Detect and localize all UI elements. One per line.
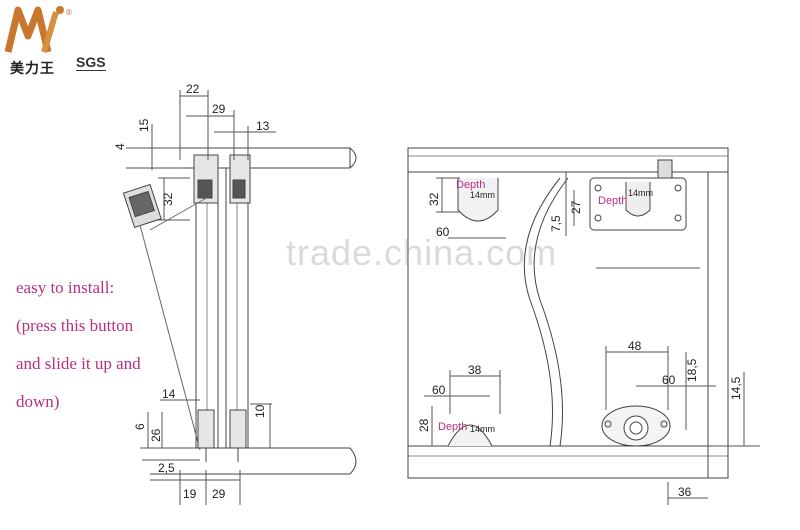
dim-27: 27: [569, 200, 583, 214]
note-line-2: (press this button: [16, 316, 134, 335]
dim-13: 13: [256, 119, 270, 133]
curved-cable: [523, 177, 561, 447]
note-line-1: easy to install:: [16, 278, 115, 297]
bottom-guide-1: [197, 409, 215, 449]
dim-32-right: 32: [427, 192, 441, 206]
dim-32-left: 32: [161, 192, 175, 206]
depth-value-bottom: 14mm: [470, 424, 495, 434]
depth-label-plate: Depth: [598, 195, 627, 207]
dim-38: 38: [468, 363, 482, 377]
right-bottom-rail: [407, 445, 729, 479]
depth-label-top-left: Depth: [456, 179, 485, 191]
sgs-certification: SGS: [76, 54, 106, 71]
depth-label-bottom: Depth: [438, 421, 467, 433]
note-line-4: down): [16, 392, 60, 411]
depth-value-top-left: 14mm: [470, 190, 495, 200]
dim-26: 26: [149, 428, 163, 442]
dim-36: 36: [678, 485, 692, 499]
dim-18-5: 18,5: [685, 358, 699, 382]
dim-60-top: 60: [436, 225, 450, 239]
dim-29-top: 29: [212, 102, 226, 116]
dim-2-5: 2,5: [158, 461, 175, 475]
brand-logo: ® 美力王 SGS: [4, 2, 124, 82]
dim-10: 10: [253, 404, 267, 418]
registered-mark: ®: [66, 8, 72, 17]
brand-chinese-name: 美力王: [10, 61, 55, 77]
watermark: trade.china.com: [286, 232, 558, 273]
dim-29-bottom: 29: [212, 487, 226, 501]
brand-logo-mark: [4, 6, 64, 53]
dim-22: 22: [186, 82, 200, 96]
depth-value-plate: 14mm: [628, 188, 653, 198]
dim-14-5: 14,5: [729, 376, 743, 400]
dim-48: 48: [628, 339, 642, 353]
dim-15: 15: [137, 118, 151, 132]
left-top-rail: [150, 147, 357, 169]
depth-pocket-top: [457, 178, 499, 222]
right-top-rail: [407, 147, 729, 173]
note-line-3: and slide it up and: [16, 354, 141, 373]
dim-60-right: 60: [662, 373, 676, 387]
depth-pocket-bottom: [447, 424, 493, 447]
roller-wheel: [623, 415, 649, 441]
dim-28: 28: [417, 418, 431, 432]
left-bottom-rail: [150, 447, 357, 475]
dim-4: 4: [113, 143, 127, 150]
dim-6: 6: [133, 423, 147, 430]
bottom-guide-2: [229, 409, 247, 449]
dim-7-5: 7,5: [549, 215, 563, 232]
dim-19: 19: [183, 487, 197, 501]
dim-14: 14: [162, 387, 176, 401]
dim-60-bottom: 60: [432, 383, 446, 397]
